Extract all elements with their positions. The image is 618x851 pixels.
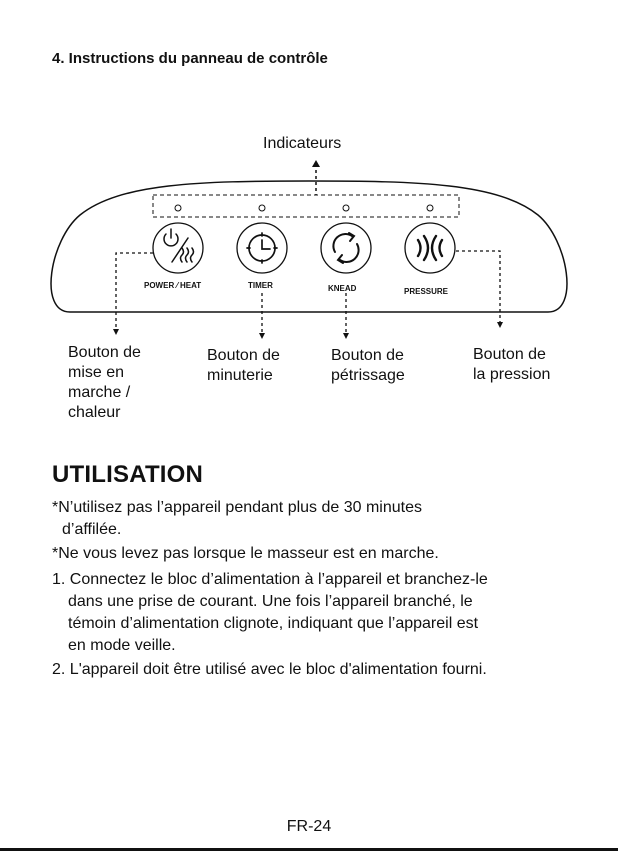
power-callout: Bouton de mise en marche / chaleur — [68, 344, 141, 421]
panel-outline — [50, 180, 568, 313]
power-heat-button — [152, 222, 204, 274]
indicators-label: Indicateurs — [263, 135, 342, 152]
warning-1-line-1: *N’utilisez pas l’appareil pendant plus … — [52, 499, 422, 516]
timer-label: TIMER — [248, 281, 273, 290]
indicator-led-power — [174, 204, 182, 212]
indicator-led-pressure — [426, 204, 434, 212]
knead-label: KNEAD — [328, 284, 357, 293]
warning-1-line-2: d’affilée. — [62, 521, 122, 538]
step-2: 2. L'appareil doit être utilisé avec le … — [52, 661, 487, 678]
indicator-led-timer — [258, 204, 266, 212]
step-1-line-3: témoin d’alimentation clignote, indiquan… — [68, 615, 479, 632]
step-1-line-2: dans une prise de courant. Une fois l’ap… — [68, 593, 473, 610]
knead-callout: Bouton de pétrissage — [331, 347, 405, 384]
step-1-line-4: en mode veille. — [68, 637, 176, 654]
bottom-rule — [0, 848, 618, 851]
pressure-icon — [416, 234, 444, 262]
indicator-led-knead — [342, 204, 350, 212]
power-leader — [115, 252, 153, 329]
pressure-label: PRESSURE — [404, 287, 449, 296]
power-heat-label: POWER ⁄ HEAT — [144, 281, 202, 290]
indicator-box — [152, 194, 460, 218]
knead-button — [320, 222, 372, 274]
pressure-button — [404, 222, 456, 274]
indicator-arrow-head — [312, 160, 320, 167]
step-1-line-1: 1. Connectez le bloc d’alimentation à l’… — [52, 571, 488, 588]
pressure-callout: Bouton de la pression — [473, 346, 551, 383]
pressure-leader — [456, 250, 501, 322]
warning-2: *Ne vous levez pas lorsque le masseur es… — [52, 545, 439, 562]
power-heat-icon — [163, 228, 195, 263]
page-number: FR-24 — [286, 818, 332, 835]
timer-callout: Bouton de minuterie — [207, 347, 280, 384]
knead-icon — [332, 232, 360, 264]
usage-heading: UTILISATION — [52, 461, 204, 488]
timer-icon — [246, 232, 278, 264]
section-title: 4. Instructions du panneau de contrôle — [52, 50, 328, 67]
